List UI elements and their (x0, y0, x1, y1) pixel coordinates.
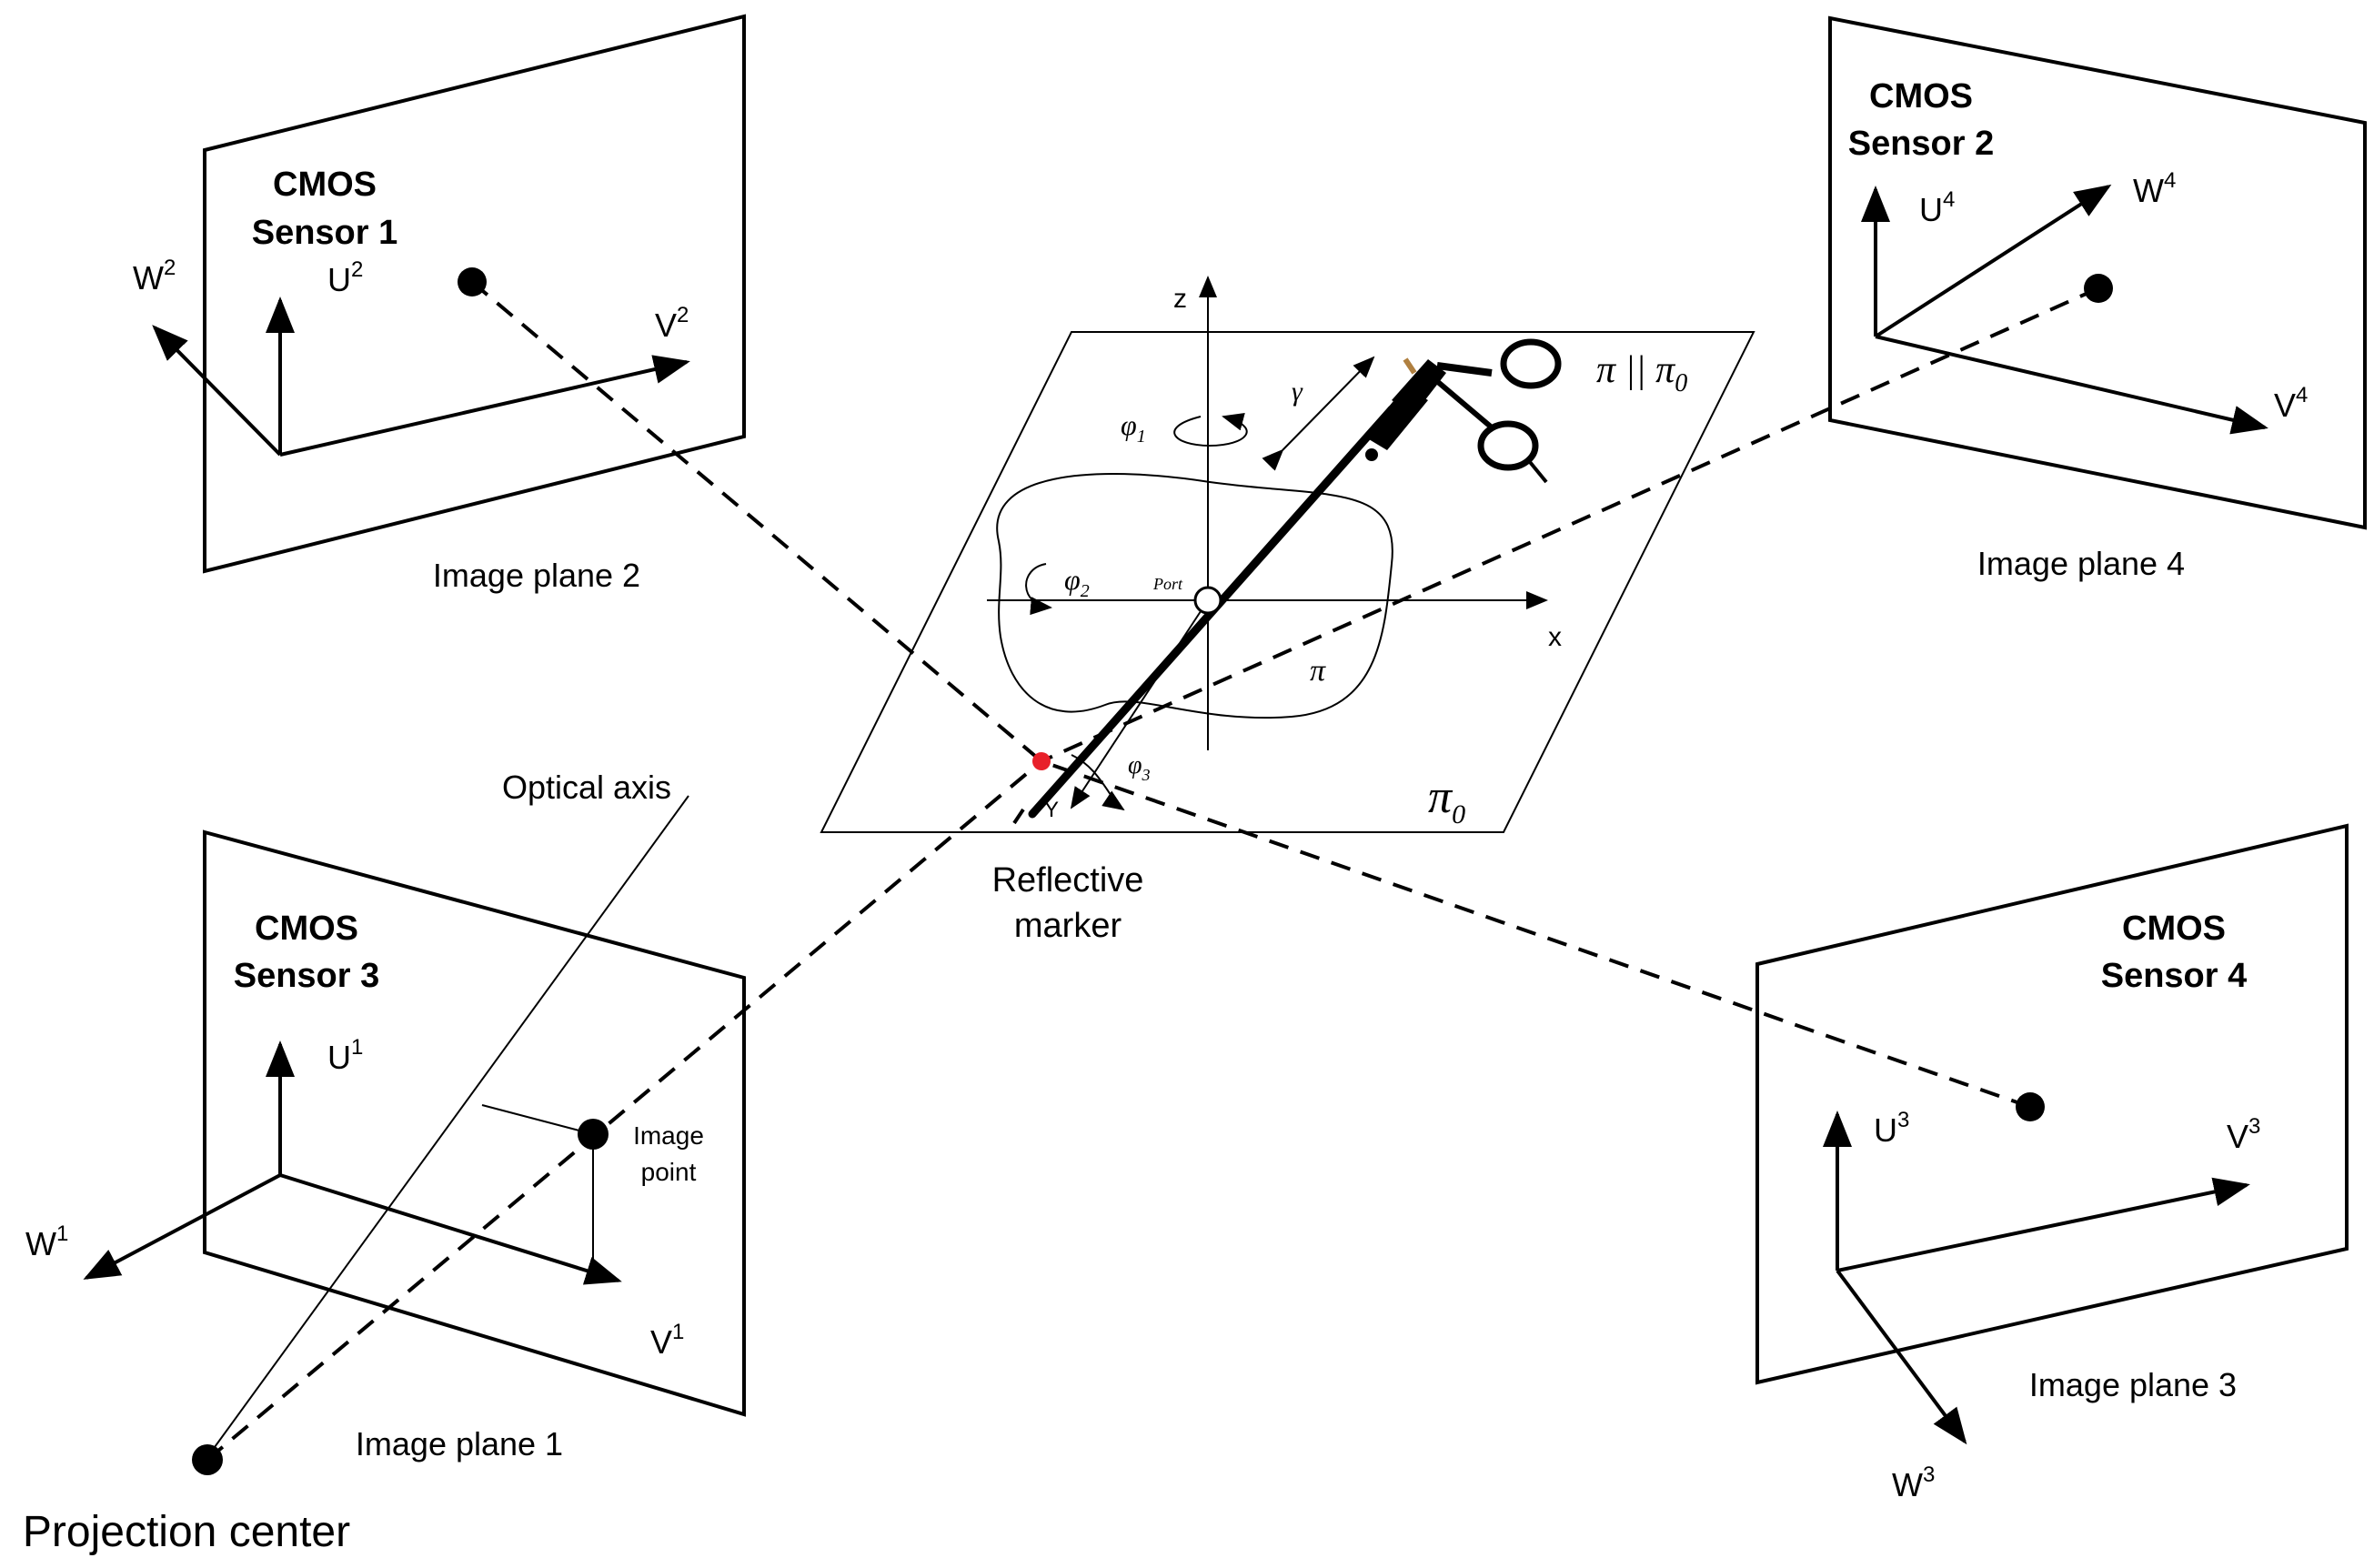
image-plane-3: CMOS Sensor 4 U3 V3 W3 Image plane 3 (1755, 823, 2349, 1503)
sensor-2-title-line1: CMOS (1869, 77, 1973, 116)
image-plane-2-frame (203, 14, 746, 574)
rotation-phi1-arrow (1173, 413, 1248, 447)
image-plane-4: CMOS Sensor 2 U4 W4 V4 Image plane 4 (1828, 15, 2367, 582)
phi3-label: φ3 (1128, 751, 1151, 784)
v3-label: V3 (2227, 1114, 2260, 1155)
z-axis-label: z (1173, 284, 1187, 314)
reflective-marker-label-line2: marker (1014, 907, 1122, 945)
ray-image-point-4 (1041, 286, 2099, 763)
w3-axis (1836, 1269, 1967, 1445)
pi-parallel-pi0-label: π || π0 (1596, 349, 1687, 397)
v1-axis (279, 1173, 622, 1285)
instrument-cable-stub (1403, 357, 1417, 375)
ray-image-point-3 (1041, 759, 2031, 1109)
trocar-region-pi (996, 473, 1393, 719)
image-plane-2: CMOS Sensor 1 U2 V2 W2 Image plane 2 (133, 14, 746, 594)
image-point-label-line1: Image (633, 1121, 704, 1150)
finger-ring-lower (1477, 420, 1539, 471)
v2-label: V2 (655, 303, 689, 344)
plane-pi0 (820, 331, 1755, 833)
sensor-1-title-line1: CMOS (273, 166, 377, 204)
u4-label: U4 (1919, 187, 1955, 228)
reflective-marker-dot (1032, 752, 1051, 770)
reflective-marker-label-line1: Reflective (992, 861, 1144, 900)
sensor-4-title-line1: CMOS (2122, 910, 2226, 948)
optical-axis-line (206, 795, 689, 1458)
image-plane-1-frame (203, 829, 746, 1417)
sensor-4-title-line2: Sensor 4 (2101, 957, 2248, 995)
port-pivot (1193, 586, 1222, 615)
finger-ring-upper (1500, 338, 1562, 389)
gamma-label: γ (1292, 377, 1303, 407)
port-label: Port (1152, 575, 1183, 593)
image-plane-1: CMOS Sensor 3 Optical axis U1 V1 W1 Imag… (25, 769, 746, 1462)
v2-axis (279, 355, 690, 457)
image-plane-3-label: Image plane 3 (2029, 1366, 2237, 1403)
ray-projection-center (206, 759, 1043, 1462)
sensor-1-title-line2: Sensor 1 (252, 214, 398, 252)
sensor-3-title-line1: CMOS (255, 910, 358, 948)
v1-label: V1 (650, 1320, 684, 1361)
w4-axis (1874, 184, 2112, 338)
w2-label: W2 (133, 256, 176, 297)
u2-label: U2 (327, 257, 363, 298)
rotation-phi3-arrow (1071, 754, 1125, 811)
phi2-label: φ2 (1064, 563, 1090, 601)
rotation-phi2-arrow (1025, 563, 1052, 616)
w3-label: W3 (1892, 1462, 1935, 1503)
w4-label: W4 (2133, 168, 2176, 209)
u1-label: U1 (327, 1035, 363, 1076)
v3-axis (1836, 1177, 2250, 1272)
image-plane-4-label: Image plane 4 (1977, 545, 2185, 582)
image-point-1 (578, 1119, 609, 1150)
gamma-translation-arrow (1262, 356, 1375, 471)
projection-center-label: Projection center (23, 1508, 350, 1556)
image-plane-1-label: Image plane 1 (356, 1425, 563, 1462)
sensor-3-title-line2: Sensor 3 (234, 957, 380, 995)
instrument-joint (1365, 448, 1378, 461)
pi0-label: π0 (1428, 771, 1465, 829)
pi-label: π (1310, 654, 1326, 688)
instrument-handle-grip (1392, 359, 1446, 414)
v4-label: V4 (2274, 383, 2308, 424)
finger-ring-spur (1528, 460, 1548, 484)
image-plane-3-frame (1755, 823, 2349, 1385)
image-plane-2-label: Image plane 2 (433, 557, 640, 594)
y-axis-label: Y (1044, 798, 1059, 822)
instrument-handle-link-1 (1436, 362, 1493, 377)
v4-axis (1875, 335, 2268, 435)
w1-label: W1 (25, 1221, 68, 1262)
w1-axis (83, 1173, 281, 1280)
phi1-label: φ1 (1121, 408, 1146, 447)
w2-axis (152, 325, 282, 457)
instrument-inset: z x Y π Port γ φ1 φ2 φ3 π || π0 π0 (820, 276, 1755, 833)
sensor-2-title-line2: Sensor 2 (1848, 125, 1995, 163)
optical-axis-label: Optical axis (502, 769, 671, 806)
image-plane-4-frame (1828, 15, 2367, 530)
instrument-handle-link-2 (1431, 375, 1494, 430)
x-axis-label: x (1548, 622, 1562, 652)
ray-image-point-2 (470, 280, 1043, 763)
instrument-tip (1012, 808, 1025, 825)
u3-label: U3 (1874, 1108, 1909, 1149)
image-point-label-line2: point (641, 1158, 697, 1186)
